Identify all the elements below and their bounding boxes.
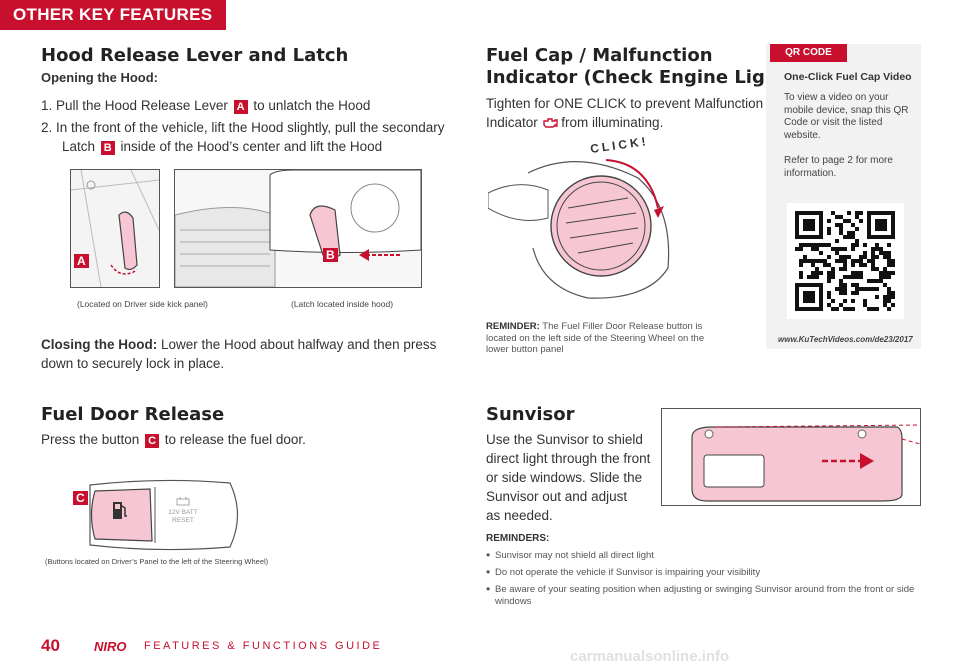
qr-tag: QR CODE (770, 44, 847, 62)
reminder-item: Do not operate the vehicle if Sunvisor i… (486, 566, 916, 579)
hood-latch-figure (174, 169, 422, 288)
closing-text-2: down to securely lock in place. (41, 356, 225, 371)
fuel-door-text: Press the button C to release the fuel d… (41, 430, 306, 449)
fuel-cap-title-line-2: Indicator (Check Engine Light) (486, 67, 795, 88)
sunvisor-line-4: Sunvisor out and adjust (486, 489, 628, 504)
fuel-cap-text-pre: Indicator (486, 115, 542, 130)
section-tab: OTHER KEY FEATURES (0, 0, 226, 30)
figure-badge-c: C (73, 491, 88, 505)
closing-hood-text: Closing the Hood: Lower the Hood about h… (41, 335, 441, 373)
sunvisor-text: Use the Sunvisor to shield direct light … (486, 430, 651, 525)
sunvisor-figure (661, 408, 921, 506)
reminder-item: Sunvisor may not shield all direct light (486, 549, 916, 562)
figure-badge-b: B (323, 248, 338, 262)
fuel-door-caption: (Buttons located on Driver’s Panel to th… (45, 557, 269, 566)
figure-badge-a: A (74, 254, 89, 268)
check-engine-icon (542, 114, 558, 133)
watermark: carmanualsonline.info (570, 648, 730, 665)
closing-text-1: Lower the Hood about halfway and then pr… (157, 337, 437, 352)
qr-text-1: To view a video on your mobile device, s… (784, 92, 909, 141)
hood-step-1: 1. Pull the Hood Release Lever A to unla… (41, 96, 370, 115)
fuel-cap-title: Fuel Cap / Malfunction Indicator (Check … (486, 45, 795, 89)
fuel-cap-title-line-1: Fuel Cap / Malfunction (486, 45, 713, 66)
footer-guide-title: FEATURES & FUNCTIONS GUIDE (144, 640, 383, 652)
sunvisor-title: Sunvisor (486, 404, 575, 425)
fuel-door-panel-figure (80, 475, 245, 555)
reminder-text: The Fuel Filler Door Release button is l… (486, 321, 705, 355)
badge-b: B (100, 141, 115, 155)
qr-url-link[interactable]: www.KuTechVideos.com/de23/2017 (778, 335, 913, 344)
opening-label: Opening the Hood: (41, 70, 158, 85)
fuel-pump-icon[interactable] (112, 500, 128, 525)
hood-step-2-line-2: Latch B inside of the Hood’s center and … (41, 137, 444, 156)
hood-step-2: 2. In the front of the vehicle, lift the… (41, 118, 444, 156)
qr-code-image[interactable] (787, 203, 904, 319)
hood-step-1-text: 1. Pull the Hood Release Lever (41, 98, 232, 113)
caption-kick-panel: (Located on Driver side kick panel) (77, 299, 208, 309)
battery-icon (168, 497, 198, 509)
reminder-item: Be aware of your seating position when a… (486, 583, 916, 608)
batt-label-2: RESET (172, 517, 194, 524)
hood-step-2-line-1: 2. In the front of the vehicle, lift the… (41, 120, 445, 135)
sunvisor-line-3: or side windows. Slide the (486, 470, 643, 485)
hood-title: Hood Release Lever and Latch (41, 45, 349, 66)
hood-lever-figure (70, 169, 160, 288)
fuel-cap-text-line-1: Tighten for ONE CLICK to prevent Malfunc… (486, 96, 764, 111)
badge-c: C (145, 434, 160, 448)
reminder-label: REMINDER: (486, 321, 540, 332)
fuel-cap-text: Tighten for ONE CLICK to prevent Malfunc… (486, 94, 763, 133)
sunvisor-line-5: as needed. (486, 508, 553, 523)
sunvisor-line-2: direct light through the front (486, 451, 651, 466)
footer-brand: NIRO (94, 639, 127, 654)
sunvisor-line-1: Use the Sunvisor to shield (486, 432, 643, 447)
batt-label-1: 12V BATT (168, 509, 198, 516)
batt-reset-button[interactable]: 12V BATT RESET (168, 497, 198, 525)
hood-step-2-text-end: inside of the Hood’s center and lift the… (116, 139, 383, 154)
fuel-cap-figure (487, 138, 684, 300)
fuel-cap-text-post: from illuminating. (557, 115, 664, 130)
caption-latch: (Latch located inside hood) (291, 299, 394, 309)
page-number: 40 (41, 636, 60, 655)
hood-step-2-text: Latch (62, 139, 99, 154)
reminders-list: Sunvisor may not shield all direct light… (486, 549, 916, 613)
hood-step-1-text-end: to unlatch the Hood (249, 98, 371, 113)
closing-label: Closing the Hood: (41, 337, 158, 352)
badge-a: A (233, 100, 248, 114)
qr-text-2: Refer to page 2 for more information. (784, 155, 893, 179)
fuel-door-text-post: to release the fuel door. (161, 432, 306, 447)
fuel-door-title: Fuel Door Release (41, 404, 225, 425)
fuel-door-text-pre: Press the button (41, 432, 144, 447)
fuel-cap-text-line-2: Indicator from illuminating. (486, 113, 763, 133)
fuel-cap-reminder: REMINDER: The Fuel Filler Door Release b… (486, 321, 712, 356)
qr-title: One-Click Fuel Cap Video (784, 71, 912, 83)
reminders-label: REMINDERS: (486, 533, 550, 544)
